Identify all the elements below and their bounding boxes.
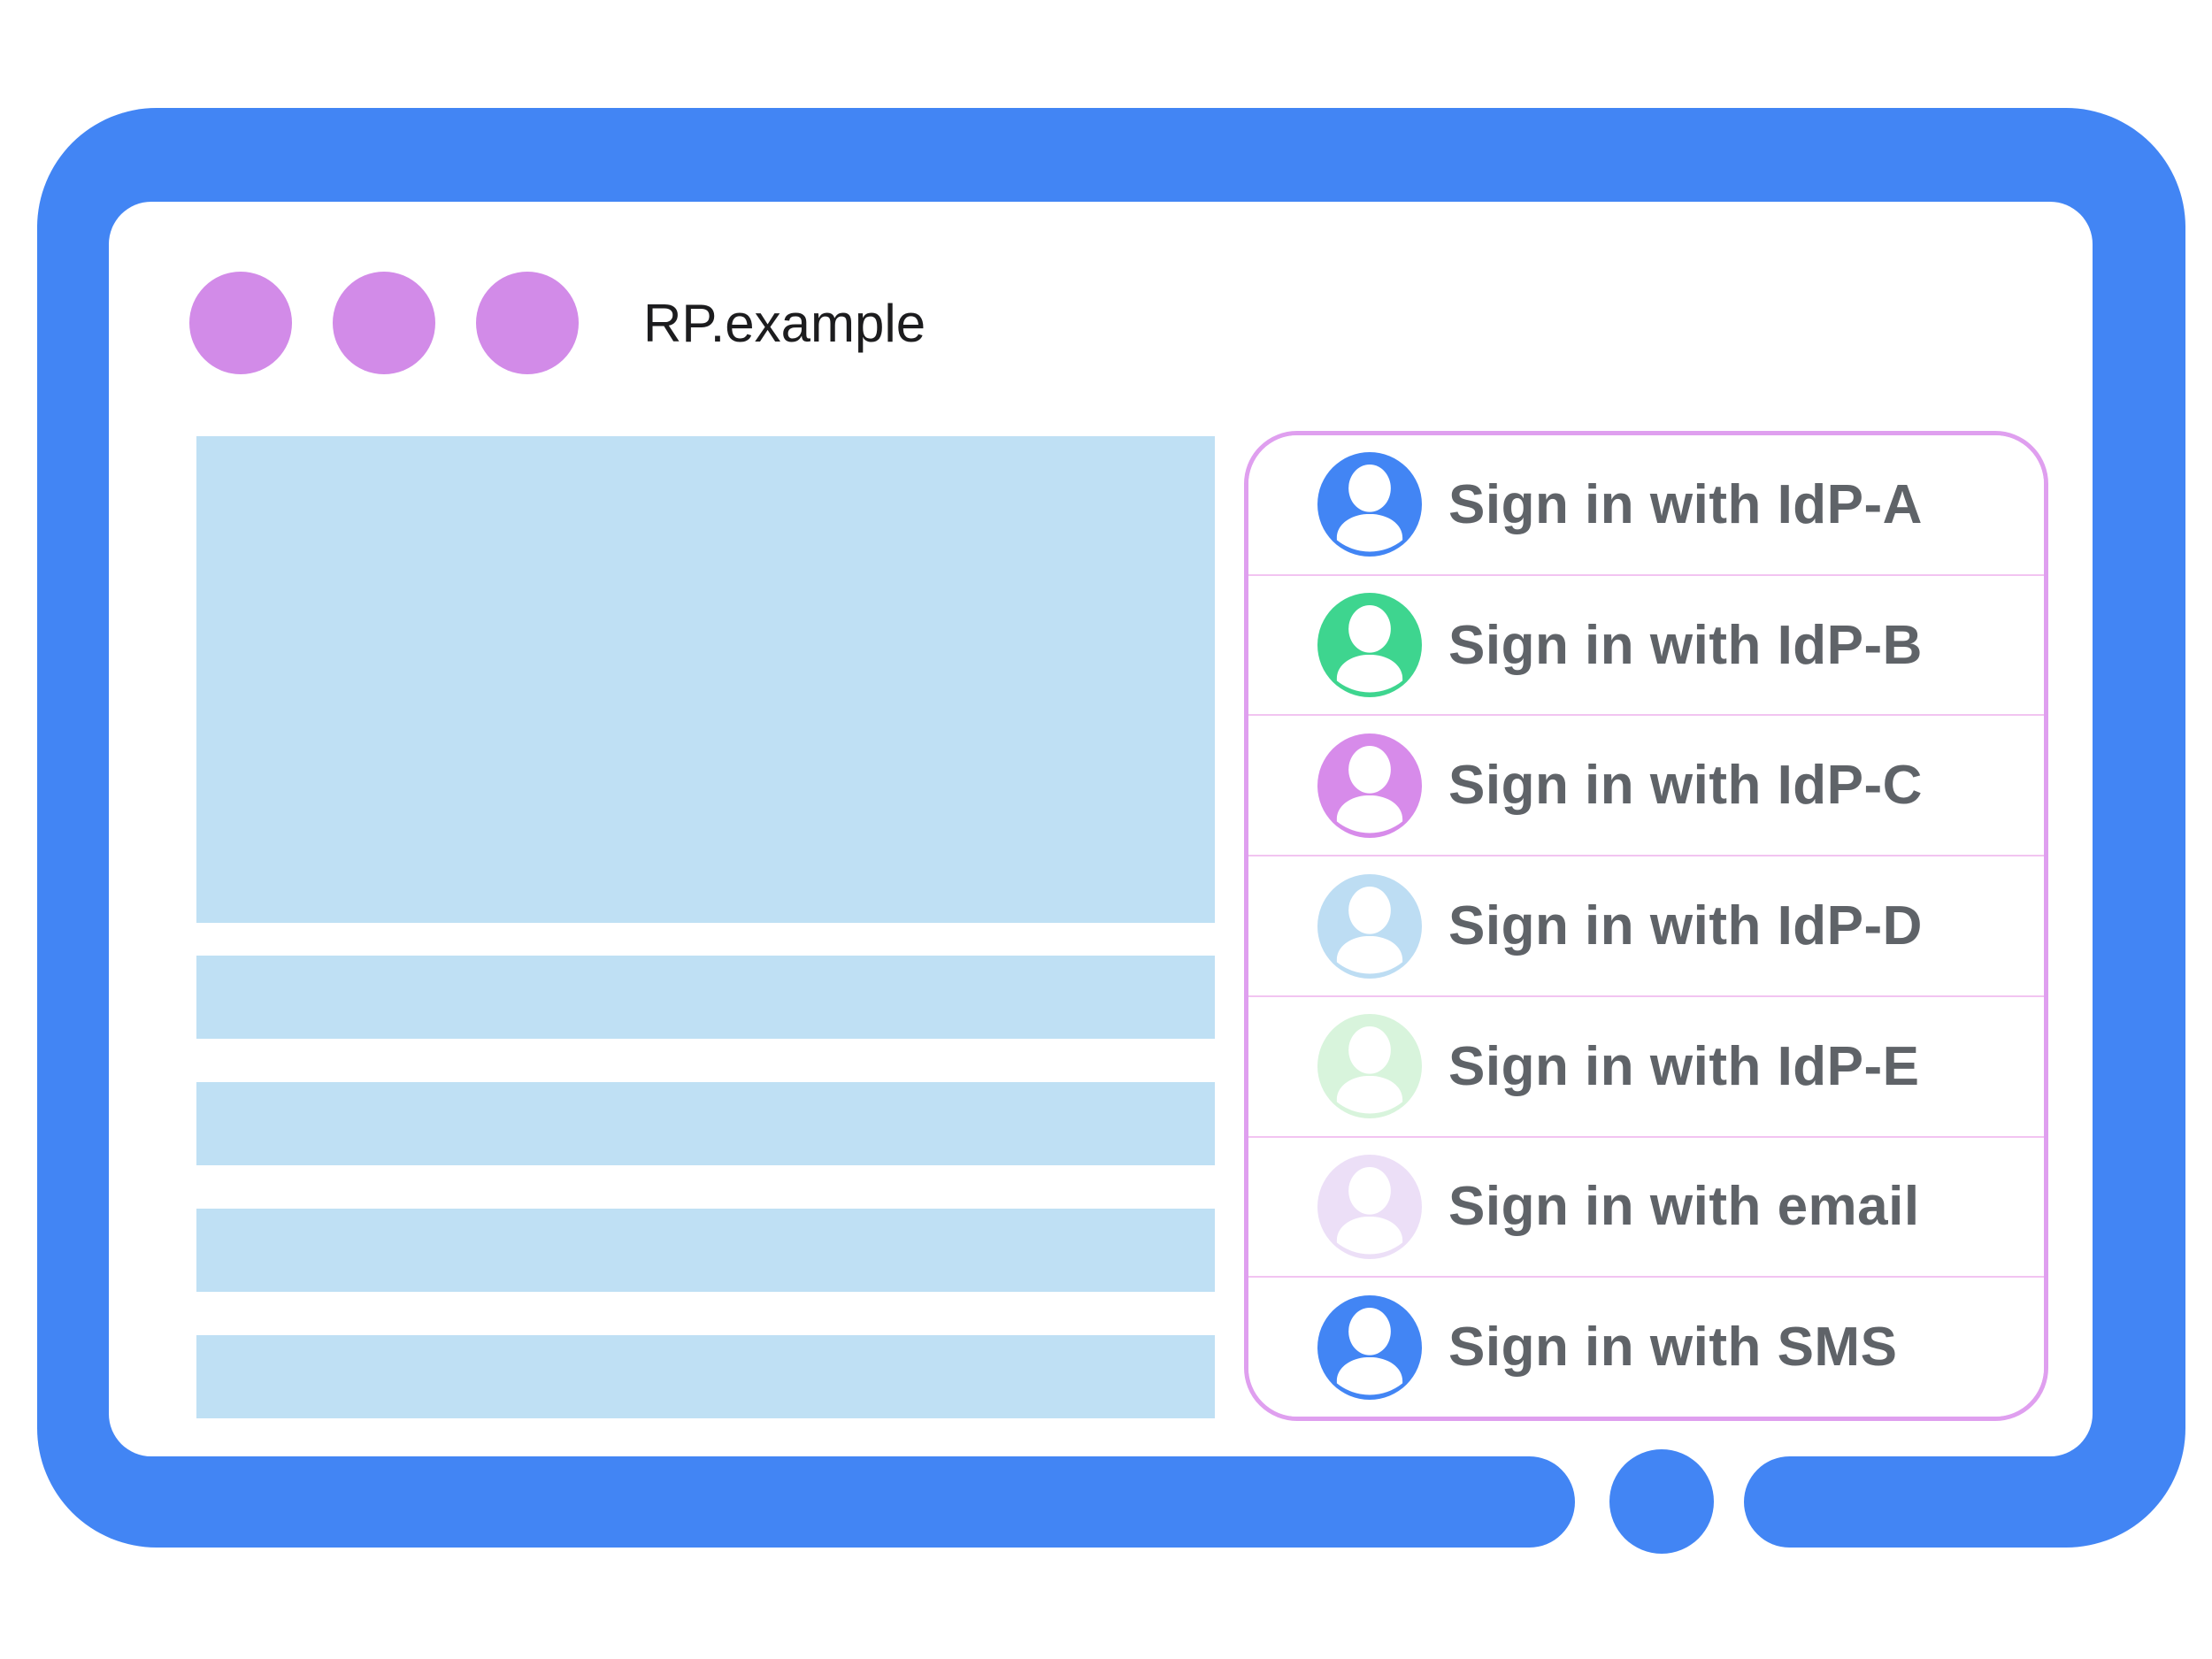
account-avatar-icon (1317, 1014, 1422, 1119)
signin-item-label: Sign in with IdP-B (1448, 614, 1923, 676)
content-placeholder-line-2 (196, 1082, 1215, 1165)
signin-item-4[interactable]: Sign in with IdP-D (1248, 855, 2044, 995)
signin-item-label: Sign in with email (1448, 1176, 1920, 1238)
content-placeholder-line-4 (196, 1335, 1215, 1418)
account-avatar-icon (1317, 593, 1422, 698)
content-placeholder-hero (196, 436, 1215, 923)
window-dot-1 (189, 272, 292, 374)
frame-bottom-bar-right-end (1744, 1456, 1886, 1548)
window-titlebar: RP.example (189, 272, 926, 374)
window-dot-2 (333, 272, 435, 374)
signin-item-2[interactable]: Sign in with IdP-B (1248, 573, 2044, 715)
page-title: RP.example (643, 293, 926, 353)
signin-item-label: Sign in with IdP-C (1448, 755, 1923, 817)
signin-item-label: Sign in with IdP-A (1448, 473, 1923, 535)
signin-item-6[interactable]: Sign in with email (1248, 1135, 2044, 1277)
signin-item-label: Sign in with IdP-E (1448, 1035, 1920, 1097)
account-avatar-icon (1317, 1294, 1422, 1400)
content-placeholder-line-3 (196, 1209, 1215, 1292)
signin-item-1[interactable]: Sign in with IdP-A (1248, 435, 2044, 574)
signin-item-label: Sign in with IdP-D (1448, 895, 1923, 957)
device-home-button (1609, 1449, 1714, 1554)
window-dot-3 (476, 272, 579, 374)
account-avatar-icon (1317, 733, 1422, 838)
content-placeholder-line-1 (196, 956, 1215, 1039)
signin-item-7[interactable]: Sign in with SMS (1248, 1276, 2044, 1417)
signin-item-5[interactable]: Sign in with IdP-E (1248, 995, 2044, 1136)
account-avatar-icon (1317, 1154, 1422, 1259)
account-avatar-icon (1317, 873, 1422, 979)
frame-bottom-bar-left-end (1433, 1456, 1575, 1548)
signin-dialog: Sign in with IdP-A Sign in with IdP-B Si… (1244, 431, 2048, 1421)
signin-item-label: Sign in with SMS (1448, 1317, 1898, 1379)
account-avatar-icon (1317, 452, 1422, 557)
signin-item-3[interactable]: Sign in with IdP-C (1248, 714, 2044, 856)
